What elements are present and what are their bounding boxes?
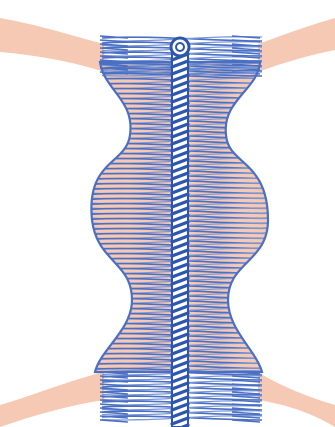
top-fringe-strand (232, 48, 260, 50)
bottom-fringe-strand (232, 412, 260, 414)
bottom-fringe-strand (232, 392, 260, 394)
top-fringe-strand (100, 48, 128, 50)
ring-icon (171, 38, 189, 56)
bottom-fringe-strand (100, 412, 128, 414)
twisted-rope-icon (172, 54, 188, 427)
bottom-fringe-strand (100, 392, 128, 394)
